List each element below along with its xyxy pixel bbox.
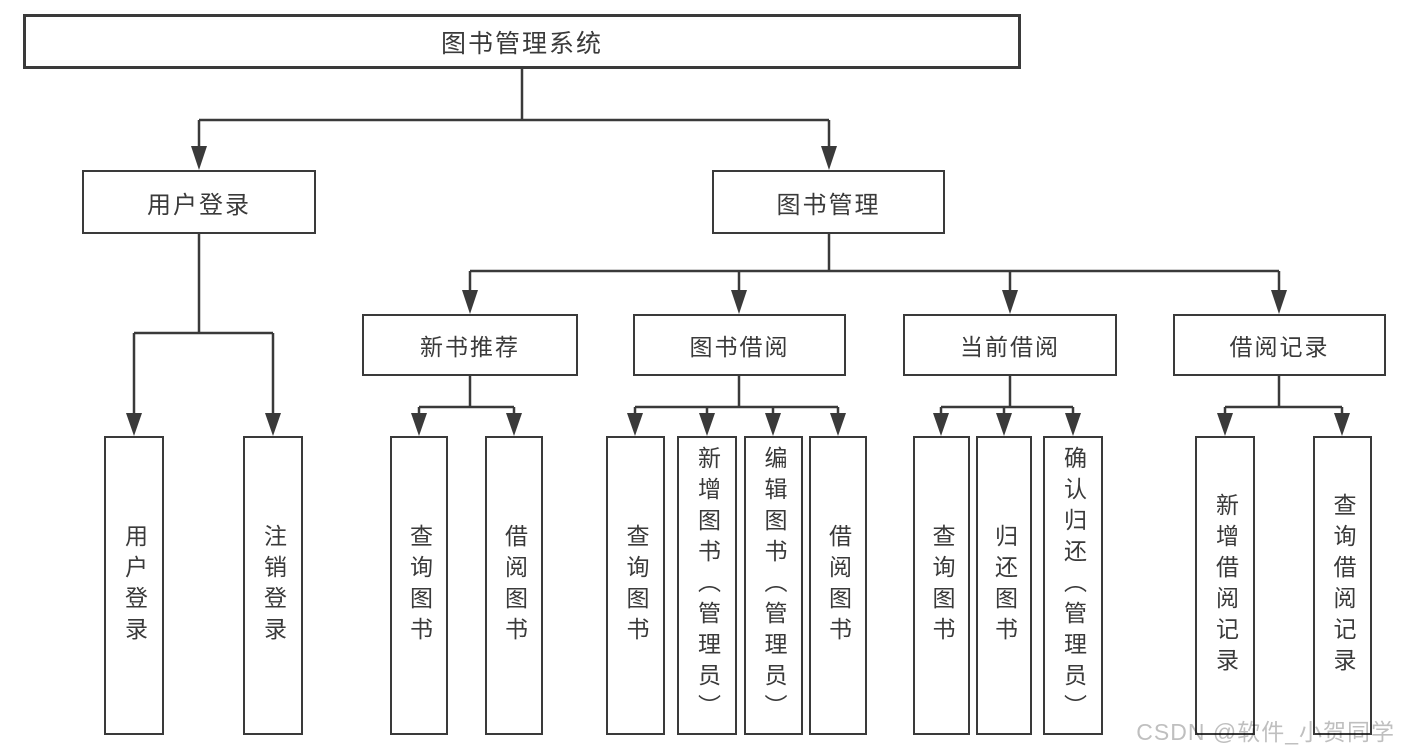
node-new-book-recommendation: 新书推荐 [362,314,578,376]
leaf-label: 归还图书 [991,523,1018,648]
arrowhead-icon [765,413,781,436]
leaf-return-book: 归还图书 [976,436,1032,735]
leaf-label: 注销登录 [260,523,287,648]
leaf-add-borrow-record: 新增借阅记录 [1195,436,1255,735]
node-user-login: 用户登录 [82,170,316,234]
leaf-label: 借阅图书 [825,523,852,648]
node-library-management-system: 图书管理系统 [23,14,1021,69]
arrowhead-icon [1065,413,1081,436]
arrowhead-icon [462,290,478,314]
leaf-label: 借阅图书 [501,523,528,648]
node-book-borrowing: 图书借阅 [633,314,846,376]
leaf-label: 新增图书（管理员） [694,446,721,725]
leaf-query-books-current: 查询图书 [913,436,970,735]
leaf-query-books-recommend: 查询图书 [390,436,448,735]
leaf-label: 查询借阅记录 [1330,492,1356,679]
arrowhead-icon [830,413,846,436]
node-borrowing-records: 借阅记录 [1173,314,1386,376]
arrowhead-icon [411,413,427,436]
csdn-watermark: CSDN @软件_小贺同学 [1136,719,1395,745]
leaf-borrow-books-recommend: 借阅图书 [485,436,543,735]
leaf-edit-book-admin: 编辑图书（管理员） [744,436,803,735]
arrowhead-icon [191,146,207,170]
arrowhead-icon [933,413,949,436]
arrowhead-icon [627,413,643,436]
node-book-management: 图书管理 [712,170,945,234]
arrowhead-icon [699,413,715,436]
arrowhead-icon [1334,413,1350,436]
arrowhead-icon [126,413,142,436]
leaf-query-books-borrow: 查询图书 [606,436,665,735]
arrowhead-icon [1002,290,1018,314]
arrowhead-icon [506,413,522,436]
leaf-label: 查询图书 [406,523,433,648]
leaf-label: 用户登录 [121,523,148,648]
leaf-user-login: 用户登录 [104,436,164,735]
leaf-logout: 注销登录 [243,436,303,735]
leaf-label: 查询图书 [929,523,955,648]
leaf-label: 编辑图书（管理员） [761,446,787,725]
arrowhead-icon [1217,413,1233,436]
leaf-borrow-books: 借阅图书 [809,436,867,735]
leaf-confirm-return-admin: 确认归还（管理员） [1043,436,1103,735]
leaf-label: 新增借阅记录 [1212,492,1239,679]
arrowhead-icon [996,413,1012,436]
arrowhead-icon [265,413,281,436]
node-current-borrowing: 当前借阅 [903,314,1117,376]
leaf-query-borrow-record: 查询借阅记录 [1313,436,1372,735]
leaf-add-book-admin: 新增图书（管理员） [677,436,737,735]
connector-lines [132,69,1344,416]
leaf-label: 查询图书 [623,523,649,648]
leaf-label: 确认归还（管理员） [1060,446,1087,725]
arrowhead-icon [1271,290,1287,314]
arrowhead-icon [821,146,837,170]
arrowhead-icon [731,290,747,314]
